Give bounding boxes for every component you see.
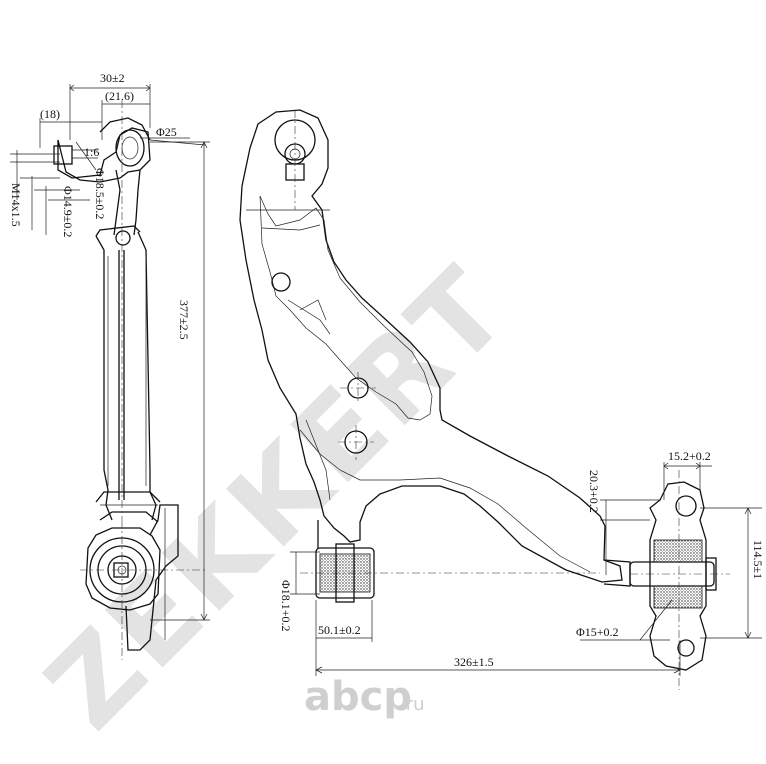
dim-span: 326±1.5 — [454, 655, 494, 669]
dim-left-offset: (18) — [40, 107, 60, 121]
dim-bushing-dia-left: Φ18.1+0.2 — [279, 580, 293, 632]
top-view — [239, 109, 730, 690]
dim-ball-diameter: Φ25 — [156, 125, 177, 139]
front-bushing — [300, 520, 600, 603]
dim-bushing-width-left: 50.1±0.2 — [318, 623, 361, 637]
dimension-lines — [10, 84, 762, 676]
dim-height-114-5: 114.5±1 — [751, 540, 765, 579]
arm-outline — [239, 109, 623, 583]
rear-bushing — [603, 470, 730, 690]
dim-thread: M14x1.5 — [9, 183, 23, 227]
rear-bushing-side — [80, 504, 205, 660]
abcp-logo: abcp .ru — [304, 674, 425, 720]
dim-right-offset: (21.6) — [105, 89, 134, 103]
arm-hole-upper — [271, 272, 291, 292]
dim-arm-length: 377±2.5 — [177, 300, 191, 340]
dim-top-width: 30±2 — [100, 71, 125, 85]
abcp-logo-text: abcp — [304, 674, 412, 720]
side-view — [53, 100, 205, 660]
dim-bore-right: Φ15+0.2 — [576, 625, 619, 639]
dim-dia-14-9: Φ14.9±0.2 — [61, 186, 75, 237]
dim-offset-20-3: 20.3+0.2 — [587, 470, 601, 513]
arm-body-side — [95, 225, 161, 523]
dim-dia-18-5: Φ18.5±0.2 — [93, 168, 107, 219]
dim-taper: 1:6 — [84, 145, 99, 159]
abcp-logo-suffix: .ru — [400, 694, 425, 715]
dimension-labels: 30±2 (18) (21.6) Φ25 1:6 M14x1.5 Φ18.5±0… — [9, 71, 765, 669]
dim-bushing-width-right: 15.2+0.2 — [668, 449, 711, 463]
